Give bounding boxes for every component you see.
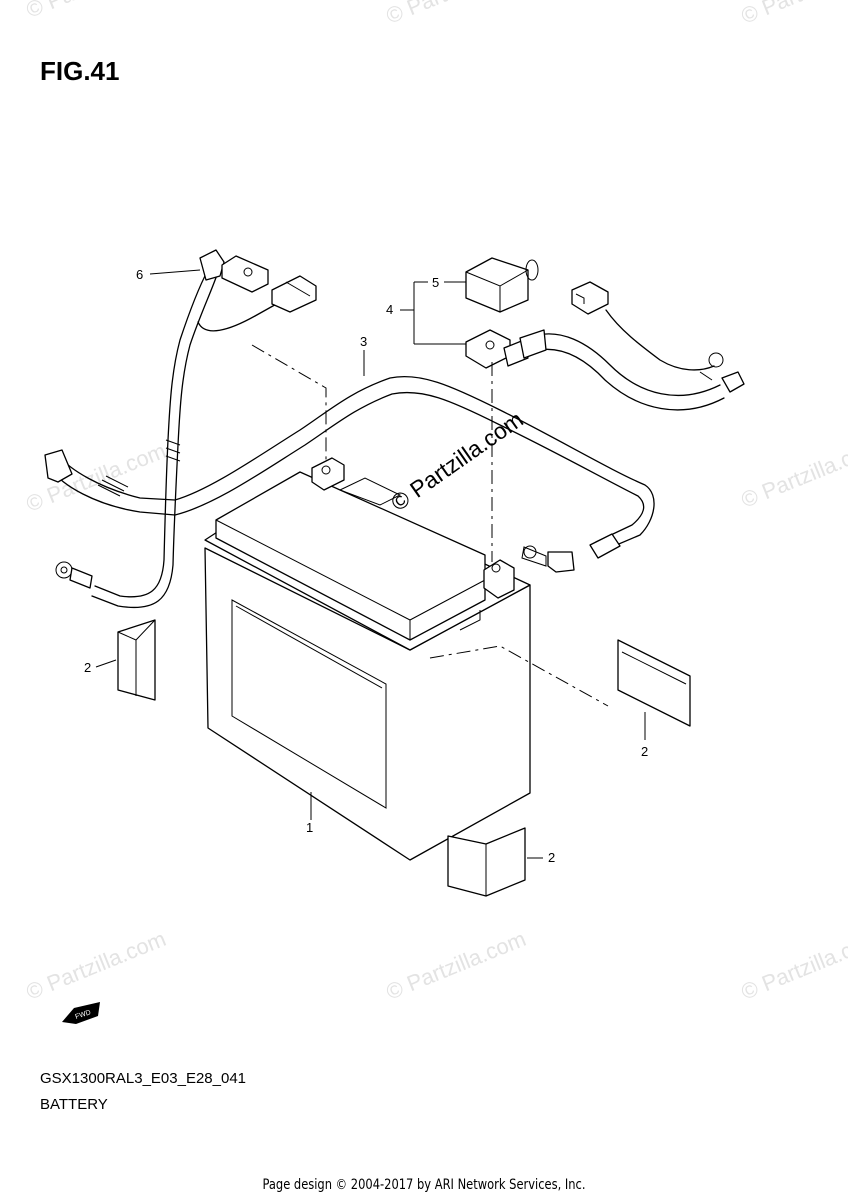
- watermark-top-center: © Partzilla.com: [383, 0, 530, 29]
- figure-title: FIG.41: [40, 56, 120, 86]
- leader-2-left: [95, 659, 117, 668]
- model-code: GSX1300RAL3_E03_E28_041: [40, 1070, 247, 1087]
- watermark-top-left: © Partzilla.com: [23, 0, 170, 23]
- footer-copyright: Page design © 2004-2017 by ARI Network S…: [262, 1177, 586, 1193]
- callout-2-right: 2: [641, 744, 648, 759]
- dash-harness-to-terminal: [251, 344, 327, 462]
- cable-part-3: [44, 375, 655, 573]
- fwd-arrow-icon: FWD: [62, 1002, 100, 1024]
- callout-2-bottom: 2: [548, 850, 555, 865]
- positive-cable-assembly: [465, 257, 745, 411]
- pad-left: [117, 619, 156, 701]
- leader-6: [149, 269, 201, 275]
- battery-part-1: [204, 457, 531, 861]
- leader-4-bracket: [400, 281, 466, 345]
- pad-bottom: [447, 827, 526, 897]
- fwd-label: FWD: [74, 1009, 91, 1021]
- section-name: BATTERY: [40, 1096, 108, 1113]
- callout-1: 1: [306, 820, 313, 835]
- watermark-top-right: © Partzilla.com: [738, 0, 848, 29]
- callout-3: 3: [360, 334, 367, 349]
- callout-5: 5: [432, 275, 439, 290]
- callout-6: 6: [136, 267, 143, 282]
- watermark-mid-left: © Partzilla.com: [23, 438, 170, 517]
- watermark-mid-right: © Partzilla.com: [738, 434, 848, 513]
- callout-4: 4: [386, 302, 393, 317]
- harness-part-6: [55, 249, 317, 609]
- watermark-bottom-right: © Partzilla.com: [738, 926, 848, 1005]
- watermark-main: © Partzilla.com: [386, 406, 528, 516]
- callout-2-left: 2: [84, 660, 91, 675]
- watermark-bottom-center: © Partzilla.com: [383, 926, 530, 1005]
- pad-right: [617, 639, 691, 727]
- watermark-bottom-left: © Partzilla.com: [23, 926, 170, 1005]
